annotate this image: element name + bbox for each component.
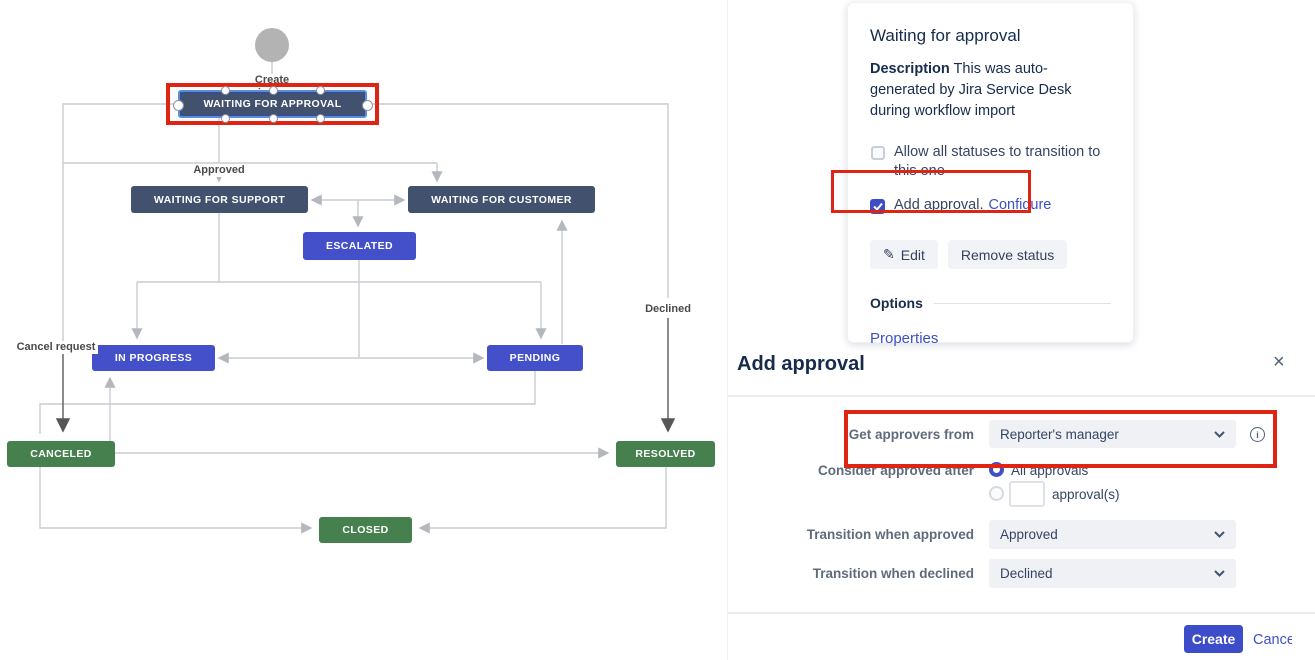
transition-label-declined: Declined <box>639 303 697 316</box>
remove-status-button[interactable]: Remove status <box>947 240 1068 269</box>
get-approvers-select[interactable]: Reporter's manager <box>989 420 1236 448</box>
add-approval-dialog: Add approval × Get approvers from Report… <box>728 345 1315 660</box>
consider-approved-label: Consider approved after <box>817 463 974 478</box>
all-approvals-radio[interactable] <box>989 462 1004 477</box>
status-node-canceled[interactable]: CANCELED <box>7 441 115 467</box>
options-heading: Options <box>870 295 923 311</box>
approval-count-radio[interactable] <box>989 486 1004 501</box>
cancel-link-wrap: Cancel <box>1253 631 1292 649</box>
selection-handle[interactable] <box>316 114 325 123</box>
selection-handle[interactable] <box>362 100 373 111</box>
status-popup-title: Waiting for approval <box>870 26 1021 45</box>
chevron-down-icon <box>1214 531 1225 538</box>
allow-all-statuses-checkbox[interactable] <box>871 146 885 160</box>
approval-count-input[interactable] <box>1009 481 1045 507</box>
properties-link[interactable]: Properties <box>870 330 939 347</box>
description-text: This was auto-generated by Jira Service … <box>870 61 1072 119</box>
transition-label-cancel-request: Cancel request <box>14 341 98 354</box>
selection-handle[interactable] <box>269 114 278 123</box>
info-icon[interactable]: i <box>1250 427 1265 442</box>
workflow-canvas: Create issue WAITING FOR APPROVAL Approv… <box>7 28 715 543</box>
status-node-waiting-for-customer[interactable]: WAITING FOR CUSTOMER <box>408 186 595 213</box>
when-declined-label: Transition when declined <box>812 566 974 581</box>
dialog-divider-top <box>728 395 1315 397</box>
add-approval-row: Add approval. Configure <box>870 196 1111 215</box>
options-section: Options <box>870 295 1111 311</box>
create-button[interactable]: Create <box>1184 625 1243 653</box>
when-approved-select[interactable]: Approved <box>989 520 1236 549</box>
workflow-wires <box>39 62 676 534</box>
cancel-link[interactable]: Cancel <box>1253 632 1292 648</box>
selection-handle[interactable] <box>173 100 184 111</box>
dialog-divider-bottom <box>728 612 1315 614</box>
status-node-escalated[interactable]: ESCALATED <box>303 232 416 260</box>
status-description: Description This was auto-generated by J… <box>870 59 1110 122</box>
selection-handle[interactable] <box>269 86 278 95</box>
status-node-pending[interactable]: PENDING <box>487 345 583 371</box>
all-approvals-label: All approvals <box>1011 463 1089 478</box>
selection-handle[interactable] <box>221 114 230 123</box>
description-label: Description <box>870 61 950 77</box>
status-node-resolved[interactable]: RESOLVED <box>616 441 715 467</box>
start-node[interactable] <box>255 28 289 62</box>
close-icon[interactable]: × <box>1273 351 1285 373</box>
get-approvers-label: Get approvers from <box>848 427 974 442</box>
status-node-closed[interactable]: CLOSED <box>319 517 412 543</box>
when-declined-select[interactable]: Declined <box>989 559 1236 588</box>
status-node-waiting-for-support[interactable]: WAITING FOR SUPPORT <box>131 186 308 213</box>
selection-handle[interactable] <box>221 86 230 95</box>
selection-handle[interactable] <box>316 86 325 95</box>
pencil-icon: ✎ <box>883 246 895 262</box>
status-popup: Waiting for approval Description This wa… <box>831 2 1134 347</box>
approval-count-suffix: approval(s) <box>1052 487 1120 502</box>
status-node-in-progress[interactable]: IN PROGRESS <box>92 345 215 371</box>
status-actions: ✎ Edit Remove status <box>870 240 1111 269</box>
when-approved-label: Transition when approved <box>806 527 974 542</box>
add-approval-label: Add approval. <box>894 197 984 213</box>
transition-label-approved: Approved <box>190 164 248 177</box>
add-approval-checkbox[interactable] <box>870 199 885 214</box>
edit-button[interactable]: ✎ Edit <box>870 240 938 269</box>
right-pane: Waiting for approval Description This wa… <box>727 0 1315 660</box>
options-divider <box>933 302 1111 304</box>
chevron-down-icon <box>1214 430 1225 438</box>
chevron-down-icon <box>1214 570 1225 577</box>
configure-link[interactable]: Configure <box>988 197 1052 213</box>
allow-all-statuses-label: Allow all statuses to transition to this… <box>894 144 1101 179</box>
check-icon <box>872 202 883 211</box>
dialog-title: Add approval <box>737 353 865 375</box>
allow-all-statuses-row: Allow all statuses to transition to this… <box>870 143 1111 181</box>
